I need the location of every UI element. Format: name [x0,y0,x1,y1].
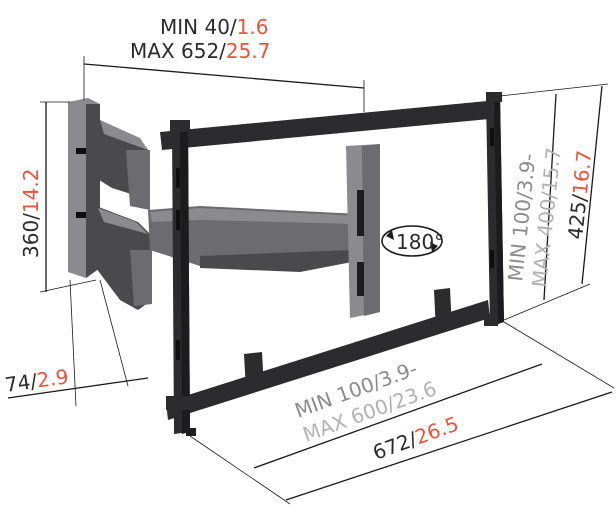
upper-arm [96,118,150,210]
center-arm [148,206,360,272]
frame-height-label: 425/16.7 [563,149,596,240]
rotate-180-icon [381,225,443,257]
central-bracket [346,144,380,318]
wall-plate [68,98,100,278]
wall-plate-height-label: 360/14.2 [19,169,43,258]
lower-arm [96,206,152,310]
rotation-label: 180° [396,230,444,254]
frame-width-label: 672/26.5 [370,412,462,465]
dimension-lines [7,56,615,505]
tv-frame [160,92,504,436]
depth-max-label: MAX 652/25.7 [130,39,270,63]
depth-min-label: MIN 40/1.6 [160,15,268,39]
tv-mount-illustration [68,92,504,436]
wall-plate-depth-label: 74/2.9 [3,364,70,397]
